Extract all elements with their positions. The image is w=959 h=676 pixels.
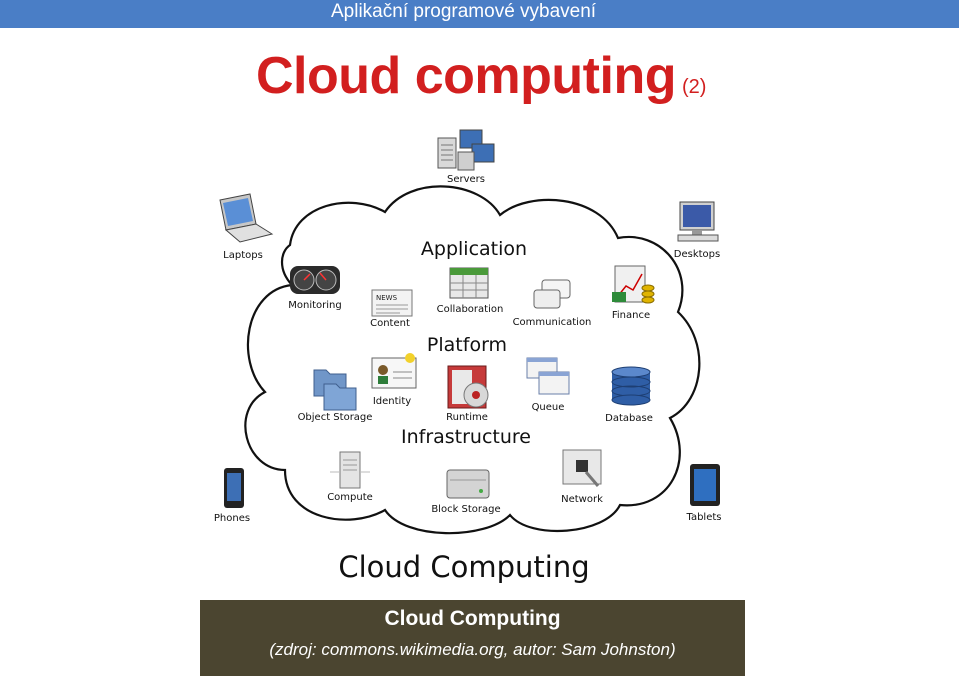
monitoring-label: Monitoring [288, 300, 341, 311]
header-title: Aplikační programové vybavení [331, 1, 596, 23]
database-label: Database [605, 413, 653, 424]
runtime-icon [448, 366, 488, 408]
caption-source: (zdroj: commons.wikimedia.org, autor: Sa… [200, 640, 745, 660]
slide-title-main: Cloud computing [256, 47, 676, 105]
monitoring-icon [290, 266, 340, 294]
network-label: Network [561, 494, 603, 505]
infrastructure-layer-label: Infrastructure [401, 426, 531, 448]
laptops-label: Laptops [223, 250, 263, 261]
block-storage-icon [447, 470, 489, 498]
object-storage-label: Object Storage [298, 412, 373, 423]
content-icon: NEWS [372, 290, 412, 316]
caption-box: Cloud Computing (zdroj: commons.wikimedi… [200, 600, 745, 676]
finance-label: Finance [612, 310, 650, 321]
diagram-canvas: Servers Laptops Desktops Phones Tablets [200, 120, 745, 600]
phones-label: Phones [214, 513, 250, 524]
slide-title: Cloud computing (2) [256, 46, 706, 106]
compute-label: Compute [327, 492, 373, 503]
desktop-icon [678, 202, 718, 241]
tablets-label: Tablets [686, 512, 722, 523]
desktops-label: Desktops [674, 249, 720, 260]
queue-label: Queue [532, 402, 565, 413]
network-icon [563, 450, 601, 486]
collaboration-icon [450, 268, 488, 298]
diagram-title: Cloud Computing [338, 550, 589, 584]
block-storage-label: Block Storage [431, 504, 500, 515]
phone-icon [224, 468, 244, 508]
servers-label: Servers [447, 174, 485, 185]
application-layer-label: Application [421, 238, 527, 260]
platform-layer-label: Platform [427, 334, 507, 356]
news-icon-text: NEWS [376, 294, 398, 302]
servers-icon [438, 130, 494, 170]
header-bar: Aplikační programové vybavení [0, 0, 959, 28]
content-label: Content [370, 318, 410, 329]
tablet-icon [690, 464, 720, 506]
caption-title: Cloud Computing [200, 607, 745, 631]
laptop-icon [220, 194, 272, 242]
identity-label: Identity [373, 396, 411, 407]
cloud-computing-diagram: Servers Laptops Desktops Phones Tablets [200, 120, 745, 600]
slide-title-suffix: (2) [682, 76, 706, 98]
collaboration-label: Collaboration [437, 304, 504, 315]
database-icon [612, 367, 650, 405]
identity-icon [372, 353, 416, 388]
runtime-label: Runtime [446, 412, 488, 423]
communication-label: Communication [513, 317, 592, 328]
